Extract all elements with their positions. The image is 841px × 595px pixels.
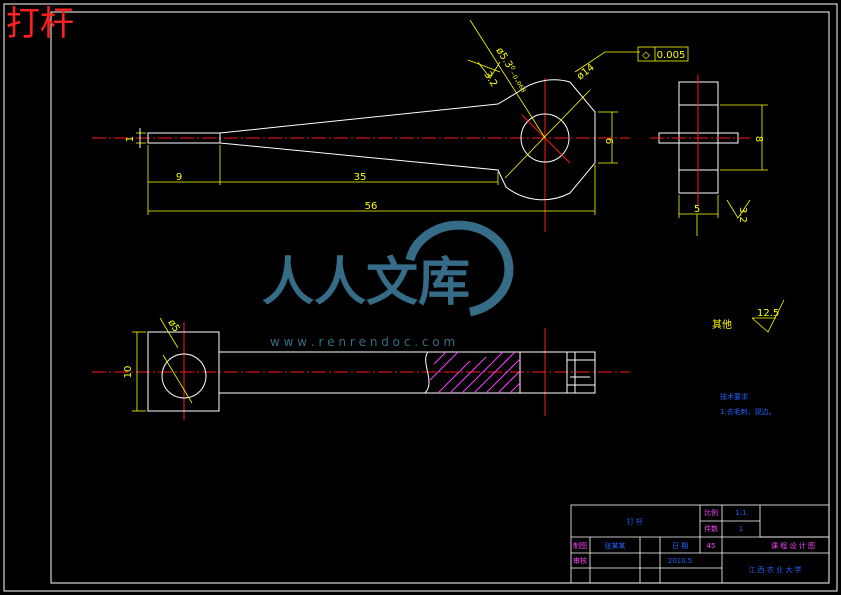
drawer-name: 张某某 [605,541,626,550]
tolerance-frame [637,46,689,62]
notes-line-1: 1.去毛刺，锐边。 [720,407,776,416]
outer-border [3,3,838,592]
watermark-url: w w w . r e n r e n d o c . c o m [270,335,455,349]
dim-hole-diameter: ø5.3⁰₋₀.₀₆₈ [493,46,529,95]
notes-heading: 技术要求 [720,392,748,401]
bottom-view [92,317,630,420]
qty-value: 1 [739,525,743,533]
finish-side: 3.2 [737,207,748,223]
surface-value: 12.5 [757,308,779,319]
surface-label: 其他 [712,318,732,331]
dim-5: 5 [694,204,700,215]
scale-label: 比例 [704,508,718,517]
inner-border [50,11,830,584]
dim-35: 35 [354,172,367,183]
title-block [570,504,830,584]
school-name: 江 西 农 业 大 学 [748,565,801,574]
part-name: 打 杆 [627,517,643,526]
date-value: 2010.5 [668,557,693,565]
tolerance-symbol: ◇ [642,50,650,61]
lever-top-view [92,19,630,232]
page-title: 打杆 [6,4,74,44]
top-dimensions [136,51,640,215]
draw-label: 制图 [573,541,587,550]
dim-56: 56 [365,201,378,212]
dim-8: 8 [753,136,764,142]
surface-roughness-symbol [751,299,785,333]
qty-label: 件数 [704,524,718,533]
scale-value: 1:1 [735,509,746,517]
dim-10: 10 [123,366,134,379]
watermark-text: 人人文库 [262,253,470,313]
drawing-number: 课 程 设 计 图 [771,541,815,550]
date-label: 日 期 [672,542,688,550]
finish-top: 3.2 [481,70,499,89]
watermark-logo: 人人文库 w w w . r e n r e n d o c . c o m [262,220,514,349]
dim-outer-diameter: ø14 [575,62,597,82]
dim-6: 6 [603,138,614,144]
dim-tol-left: 1 [125,136,136,142]
tolerance-value: 0.005 [657,50,686,61]
side-view [650,75,768,236]
material-code: 45 [707,542,716,550]
check-label: 审核 [573,556,587,565]
dim-9: 9 [176,172,182,183]
